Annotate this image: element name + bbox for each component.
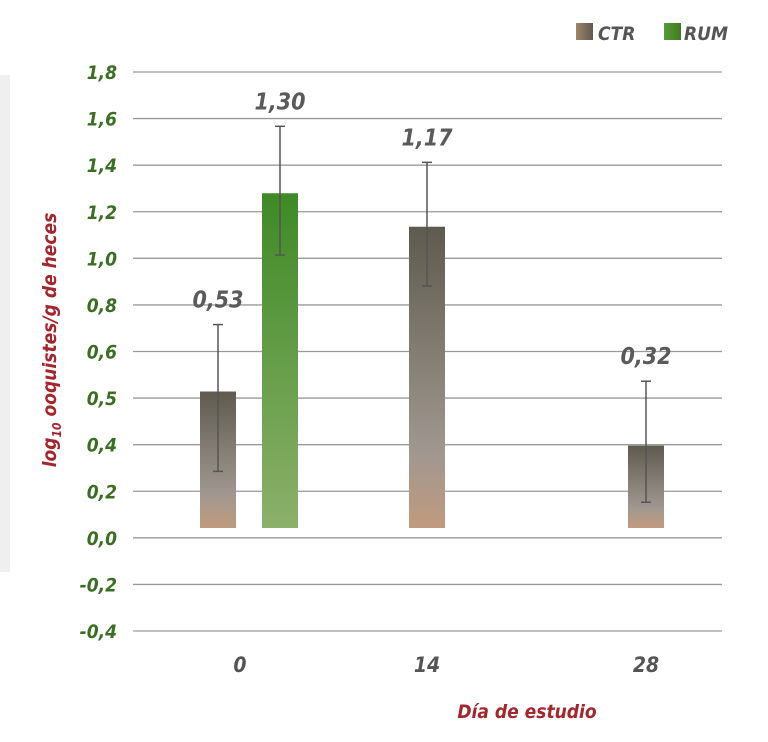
y-tick-label: 0,6 xyxy=(87,342,117,364)
y-tick-label: 1,8 xyxy=(87,62,117,84)
side-panel xyxy=(0,75,10,572)
data-label: 1,17 xyxy=(401,125,453,151)
y-tick-label: 1,0 xyxy=(87,248,117,270)
error-bar xyxy=(422,161,432,287)
y-tick-label: 0,2 xyxy=(87,481,117,503)
x-tick-label: 28 xyxy=(633,653,659,677)
y-tick-label: 0,0 xyxy=(87,528,117,550)
data-label: 1,30 xyxy=(254,89,305,115)
legend-label-ctr: CTR xyxy=(598,23,635,45)
error-bar xyxy=(275,125,285,256)
y-tick-label: 0,5 xyxy=(87,388,117,410)
y-tick-label: -0,2 xyxy=(80,574,117,596)
legend-label-rum: RUM xyxy=(684,23,728,45)
x-axis-title: Día de estudio xyxy=(457,701,597,723)
y-axis-title: log10 ooquistes/g de heces xyxy=(39,213,64,468)
legend-swatch-rum xyxy=(664,23,681,40)
y-tick-label: 0,4 xyxy=(87,435,117,457)
y-tick-label: -0,4 xyxy=(80,621,117,643)
y-tick-label: 0,8 xyxy=(87,295,117,317)
error-bar xyxy=(213,323,223,473)
legend: CTR RUM xyxy=(576,23,728,45)
x-tick-label: 0 xyxy=(233,653,246,677)
y-tick-label: 1,2 xyxy=(87,202,117,224)
legend-swatch-ctr xyxy=(576,23,593,40)
data-label: 0,53 xyxy=(192,288,243,314)
y-tick-label: 1,4 xyxy=(87,155,117,177)
error-bar xyxy=(641,380,651,503)
data-label: 0,32 xyxy=(620,344,671,370)
x-tick-label: 14 xyxy=(414,653,440,677)
y-tick-label: 1,6 xyxy=(87,109,117,131)
